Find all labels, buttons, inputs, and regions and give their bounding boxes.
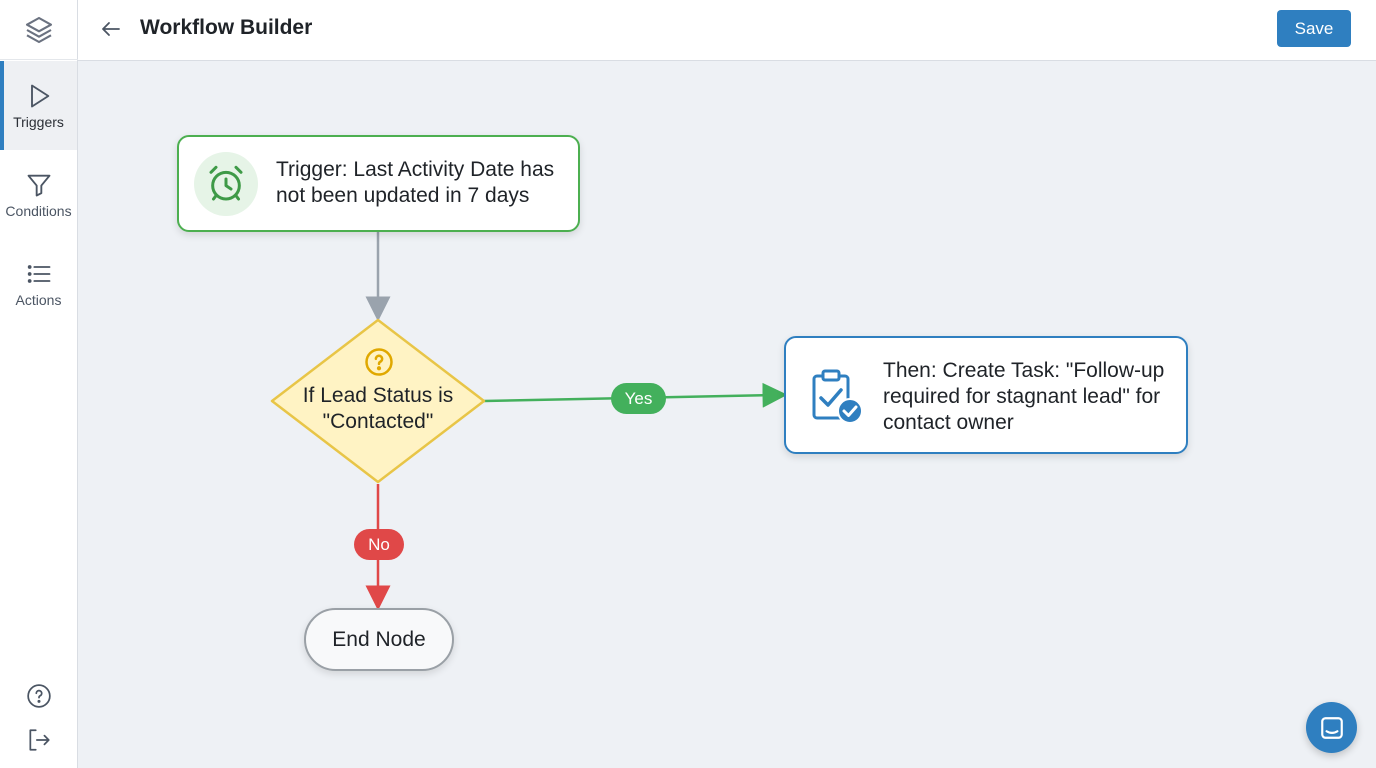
sidebar-item-label: Triggers	[13, 113, 64, 130]
layers-icon	[25, 16, 53, 43]
back-button[interactable]	[96, 14, 126, 44]
logout-icon	[28, 729, 50, 751]
sidebar-item-label: Actions	[15, 291, 62, 308]
list-icon	[27, 264, 50, 283]
page-title: Workflow Builder	[140, 16, 313, 39]
sidebar-item-label: Conditions	[5, 202, 72, 219]
sidebar-item-actions[interactable]: Actions	[0, 239, 77, 328]
arrow-left-icon	[102, 22, 120, 36]
app-logo[interactable]	[0, 0, 78, 60]
save-button[interactable]: Save	[1277, 10, 1351, 47]
filter-icon	[27, 174, 50, 196]
connectors	[270, 232, 788, 611]
question-icon	[365, 348, 393, 376]
yes-branch-label: Yes	[611, 383, 666, 414]
condition-node[interactable]	[270, 318, 486, 484]
help-button[interactable]	[0, 678, 77, 714]
play-icon	[30, 84, 49, 107]
action-icon-badge	[810, 368, 866, 428]
sidebar: Triggers Conditions Actions	[0, 0, 78, 768]
chat-icon	[1320, 716, 1343, 739]
sidebar-item-triggers[interactable]: Triggers	[0, 61, 77, 150]
trigger-node[interactable]: Trigger: Last Activity Date has not been…	[177, 135, 580, 232]
action-node[interactable]: Then: Create Task: "Follow-up required f…	[784, 336, 1188, 454]
trigger-icon-badge	[194, 152, 258, 216]
action-text: Then: Create Task: "Follow-up required f…	[883, 359, 1165, 434]
no-branch-label: No	[354, 529, 404, 560]
help-icon	[26, 684, 51, 708]
condition-text: If Lead Status is "Contacted"	[302, 384, 454, 433]
clipboard-check-icon	[812, 369, 863, 424]
end-node[interactable]: End Node	[304, 608, 454, 671]
workflow-canvas[interactable]: Trigger: Last Activity Date has not been…	[78, 61, 1376, 768]
logout-button[interactable]	[0, 722, 77, 758]
trigger-text: Trigger: Last Activity Date has not been…	[276, 158, 555, 207]
chat-button[interactable]	[1306, 702, 1357, 753]
top-header: Workflow Builder Save	[78, 0, 1376, 61]
sidebar-item-conditions[interactable]: Conditions	[0, 150, 77, 239]
alarm-clock-icon	[209, 165, 243, 201]
